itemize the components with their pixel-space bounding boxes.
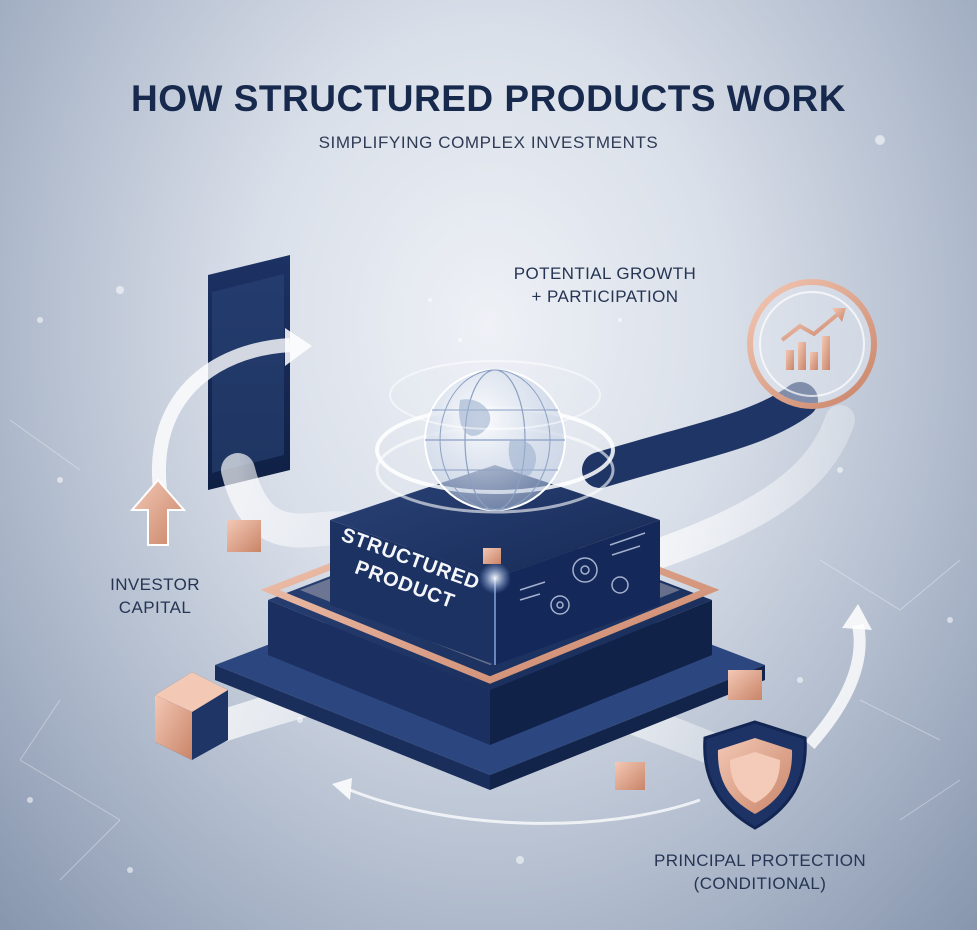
investor-flow-arrow — [151, 328, 312, 491]
label-growth-line2: + PARTICIPATION — [531, 287, 679, 306]
label-investor-line2: CAPITAL — [118, 598, 192, 617]
label-investor-capital: INVESTOR CAPITAL — [90, 573, 220, 619]
page-subtitle: SIMPLIFYING COMPLEX INVESTMENTS — [318, 133, 659, 152]
up-arrow-icon — [129, 478, 187, 546]
label-growth-line1: POTENTIAL GROWTH — [513, 264, 697, 283]
structured-product-box — [330, 465, 660, 665]
globe-icon — [375, 360, 615, 514]
gear-icon — [519, 532, 646, 615]
investor-card — [208, 255, 290, 490]
label-protection-line2: (CONDITIONAL) — [693, 874, 827, 893]
network-background — [9, 419, 961, 881]
growth-chart-icon — [747, 279, 877, 409]
shield-icon — [703, 720, 807, 830]
bokeh-dots — [27, 135, 953, 873]
label-potential-growth: POTENTIAL GROWTH + PARTICIPATION — [480, 262, 730, 308]
protection-flow-arrow — [805, 604, 872, 749]
return-flow-arrow — [332, 778, 701, 825]
page-title: HOW STRUCTURED PRODUCTS WORK — [131, 78, 846, 119]
label-investor-line1: INVESTOR — [110, 575, 200, 594]
label-protection-line1: PRINCIPAL PROTECTION — [653, 851, 867, 870]
label-principal-protection: PRINCIPAL PROTECTION (CONDITIONAL) — [630, 849, 890, 895]
copper-cubes — [155, 520, 762, 790]
